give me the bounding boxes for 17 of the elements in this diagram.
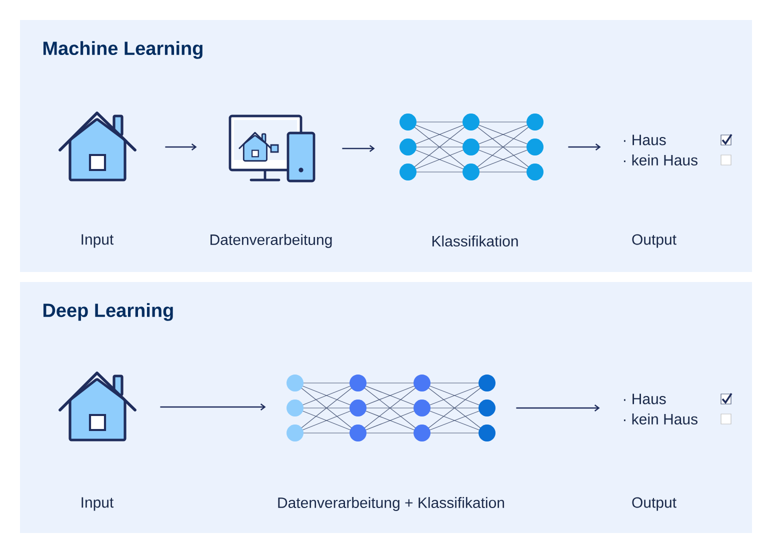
output-label: · kein Haus	[624, 154, 698, 166]
step-label: Output	[632, 497, 676, 511]
neural-network-drawing	[400, 114, 544, 180]
step-label: Output	[632, 234, 676, 248]
arrow	[342, 145, 375, 152]
step-label: Datenverarbeitung	[210, 234, 332, 248]
arrow	[165, 144, 197, 150]
arrow	[516, 404, 600, 412]
arrow	[568, 144, 601, 150]
computer-drawing	[228, 114, 316, 182]
house-drawing	[58, 112, 136, 182]
output-label: · Haus	[624, 394, 666, 404]
output-label: · kein Haus	[624, 414, 698, 424]
arrow	[160, 404, 266, 410]
house-drawing	[58, 372, 136, 442]
output-label: · Haus	[624, 134, 666, 146]
neural-network-drawing	[286, 374, 496, 442]
